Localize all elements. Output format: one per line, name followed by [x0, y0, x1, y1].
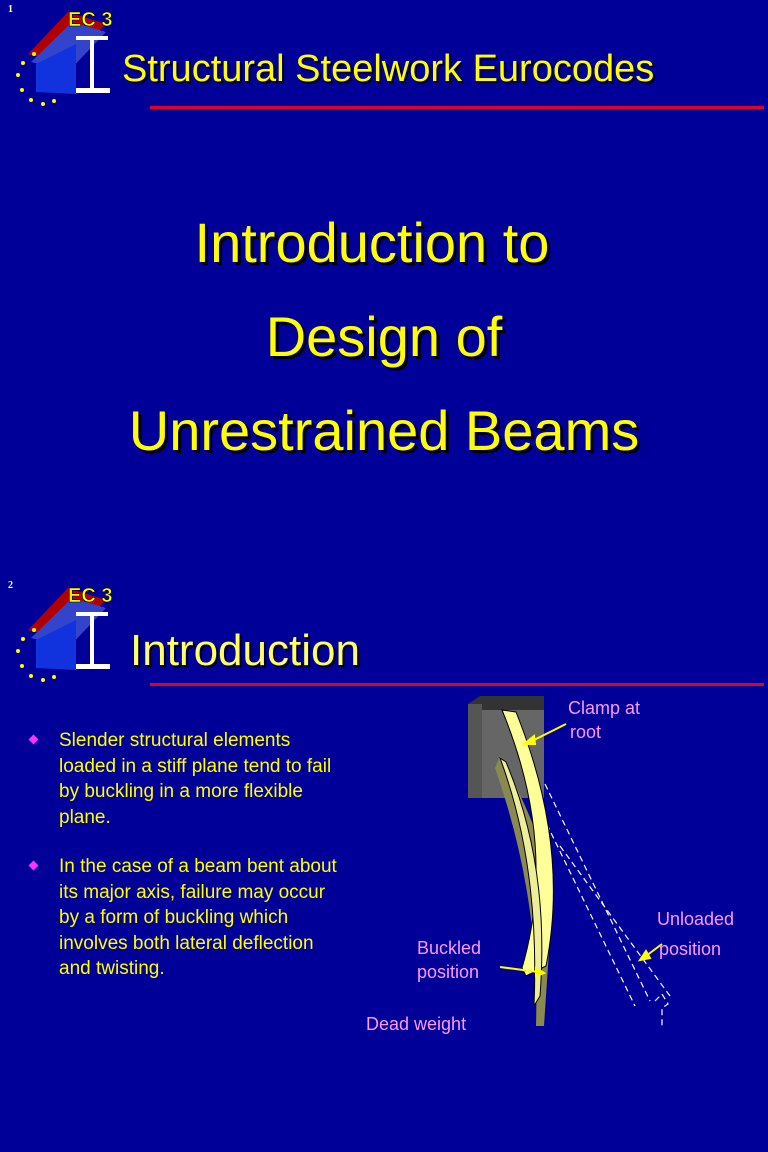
svg-text:EC 3: EC 3 [68, 9, 112, 31]
svg-text:EC 3: EC 3 [68, 585, 112, 607]
buckled-flange-bottom [498, 756, 543, 1007]
slide-1: 1 EC 3 Structural Steelwork Eurocodes In… [8, 4, 764, 462]
slide-number: 2 [8, 580, 13, 591]
header-rule [150, 683, 764, 686]
bullet-item: In the case of a beam bent about its maj… [28, 854, 350, 982]
slide-number: 1 [8, 4, 13, 15]
lateral-torsional-buckling-diagram [468, 696, 671, 1026]
label-buckled: Buckled position [417, 938, 482, 982]
clamp-arrow [529, 723, 567, 743]
title-line-2: Design of [265, 305, 503, 368]
header-rule [150, 106, 764, 109]
title-line-3: Unrestrained Beams [128, 399, 640, 462]
ec3-logo-icon: EC 3 [16, 9, 113, 106]
label-clamp: Clamp at root [568, 698, 641, 742]
diamond-bullet-icon [28, 734, 39, 745]
slide-2: 2 EC 3 Introduction Slender structural e… [0, 576, 768, 1152]
ec3-logo-icon: EC 3 [16, 585, 113, 682]
header-title: Structural Steelwork Eurocodes [122, 48, 655, 90]
diamond-bullet-icon [28, 860, 39, 871]
label-unloaded: Unloaded position [657, 909, 735, 959]
buckled-arrow [499, 966, 539, 973]
label-dead-weight: Dead weight [366, 1014, 467, 1034]
title-line-1: Introduction to [194, 211, 550, 274]
header-title: Introduction [130, 626, 360, 675]
bullet-item: Slender structural elements loaded in a … [28, 728, 350, 830]
unloaded-beam-outline [537, 783, 671, 1026]
